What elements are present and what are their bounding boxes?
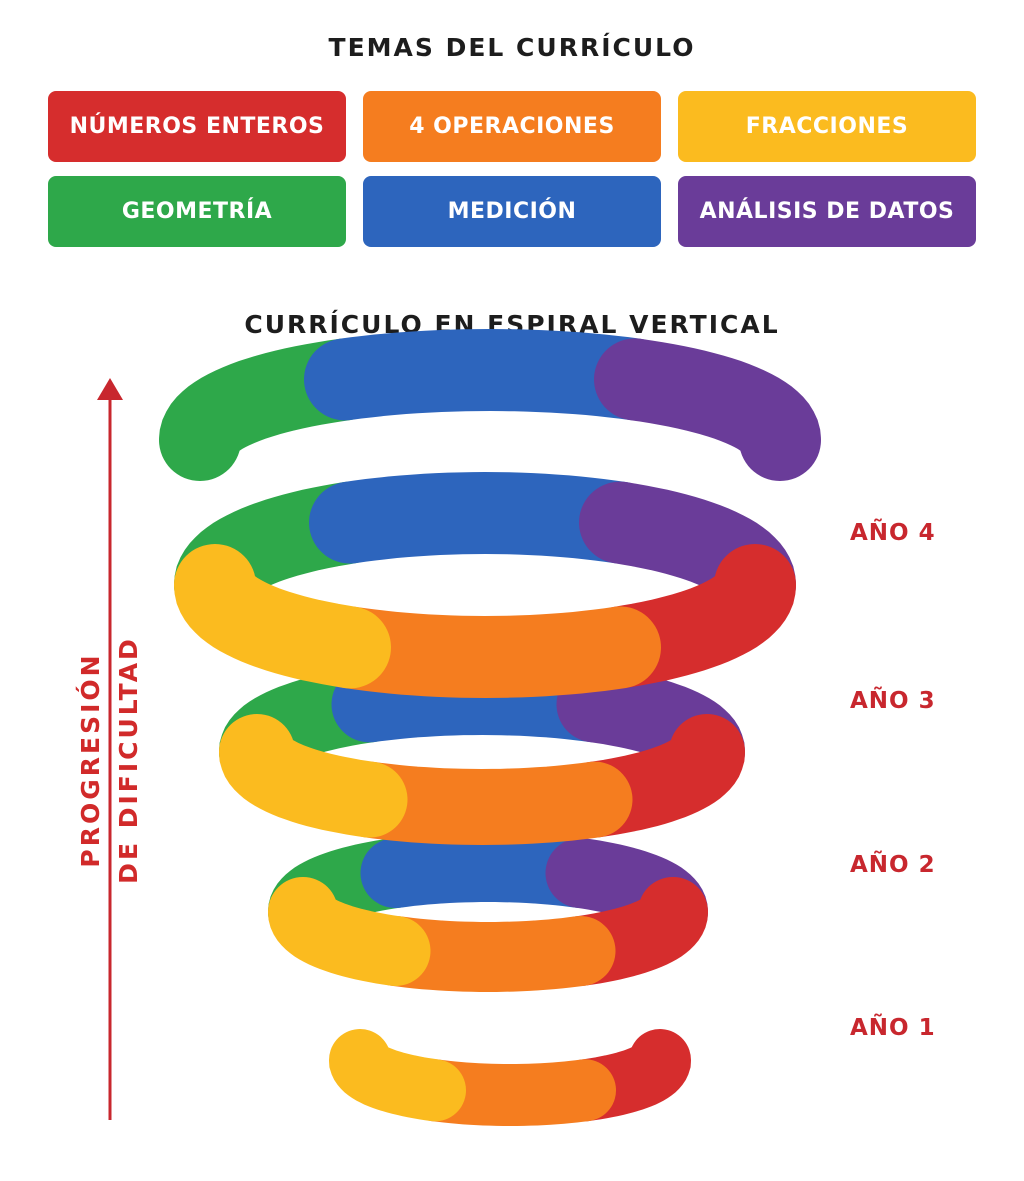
difficulty-arrow-head	[97, 378, 123, 400]
spiral-segment-fracciones-1	[329, 1029, 466, 1122]
spiral-segment-medicion-5	[304, 328, 676, 421]
spiral-segment-analisis-de-datos-5	[594, 338, 821, 481]
year-label-2: AÑO 2	[850, 852, 936, 878]
topic-chip-4-operaciones: 4 OPERACIONES	[363, 91, 661, 162]
year-label-3: AÑO 3	[850, 688, 936, 714]
topic-chip-numeros-enteros: NÚMEROS ENTEROS	[48, 91, 346, 162]
axis-label-line-1: PROGRESIÓN	[76, 652, 105, 868]
topic-legend: NÚMEROS ENTEROS 4 OPERACIONES FRACCIONES…	[48, 91, 976, 247]
year-label-1: AÑO 1	[850, 1015, 936, 1041]
spiral-segment-geometria-5	[159, 338, 386, 481]
spiral-segment-fracciones-3	[219, 714, 408, 838]
legend-title: TEMAS DEL CURRÍCULO	[328, 33, 696, 62]
topic-chip-analisis-de-datos: ANÁLISIS DE DATOS	[678, 176, 976, 247]
axis-label-line-2: DE DIFICULTAD	[114, 636, 143, 884]
topic-chip-fracciones: FRACCIONES	[678, 91, 976, 162]
spiral-segment-medicion-4	[309, 471, 661, 564]
difficulty-axis-label: PROGRESIÓN DE DIFICULTAD	[62, 630, 158, 890]
spiral-segment-4-operaciones-4	[309, 606, 661, 699]
topic-chip-geometria: GEOMETRÍA	[48, 176, 346, 247]
spiral-segment-fracciones-4	[174, 544, 391, 689]
spiral-segment-fracciones-2	[268, 877, 431, 986]
year-label-4: AÑO 4	[850, 520, 936, 546]
topic-chip-medicion: MEDICIÓN	[363, 176, 661, 247]
